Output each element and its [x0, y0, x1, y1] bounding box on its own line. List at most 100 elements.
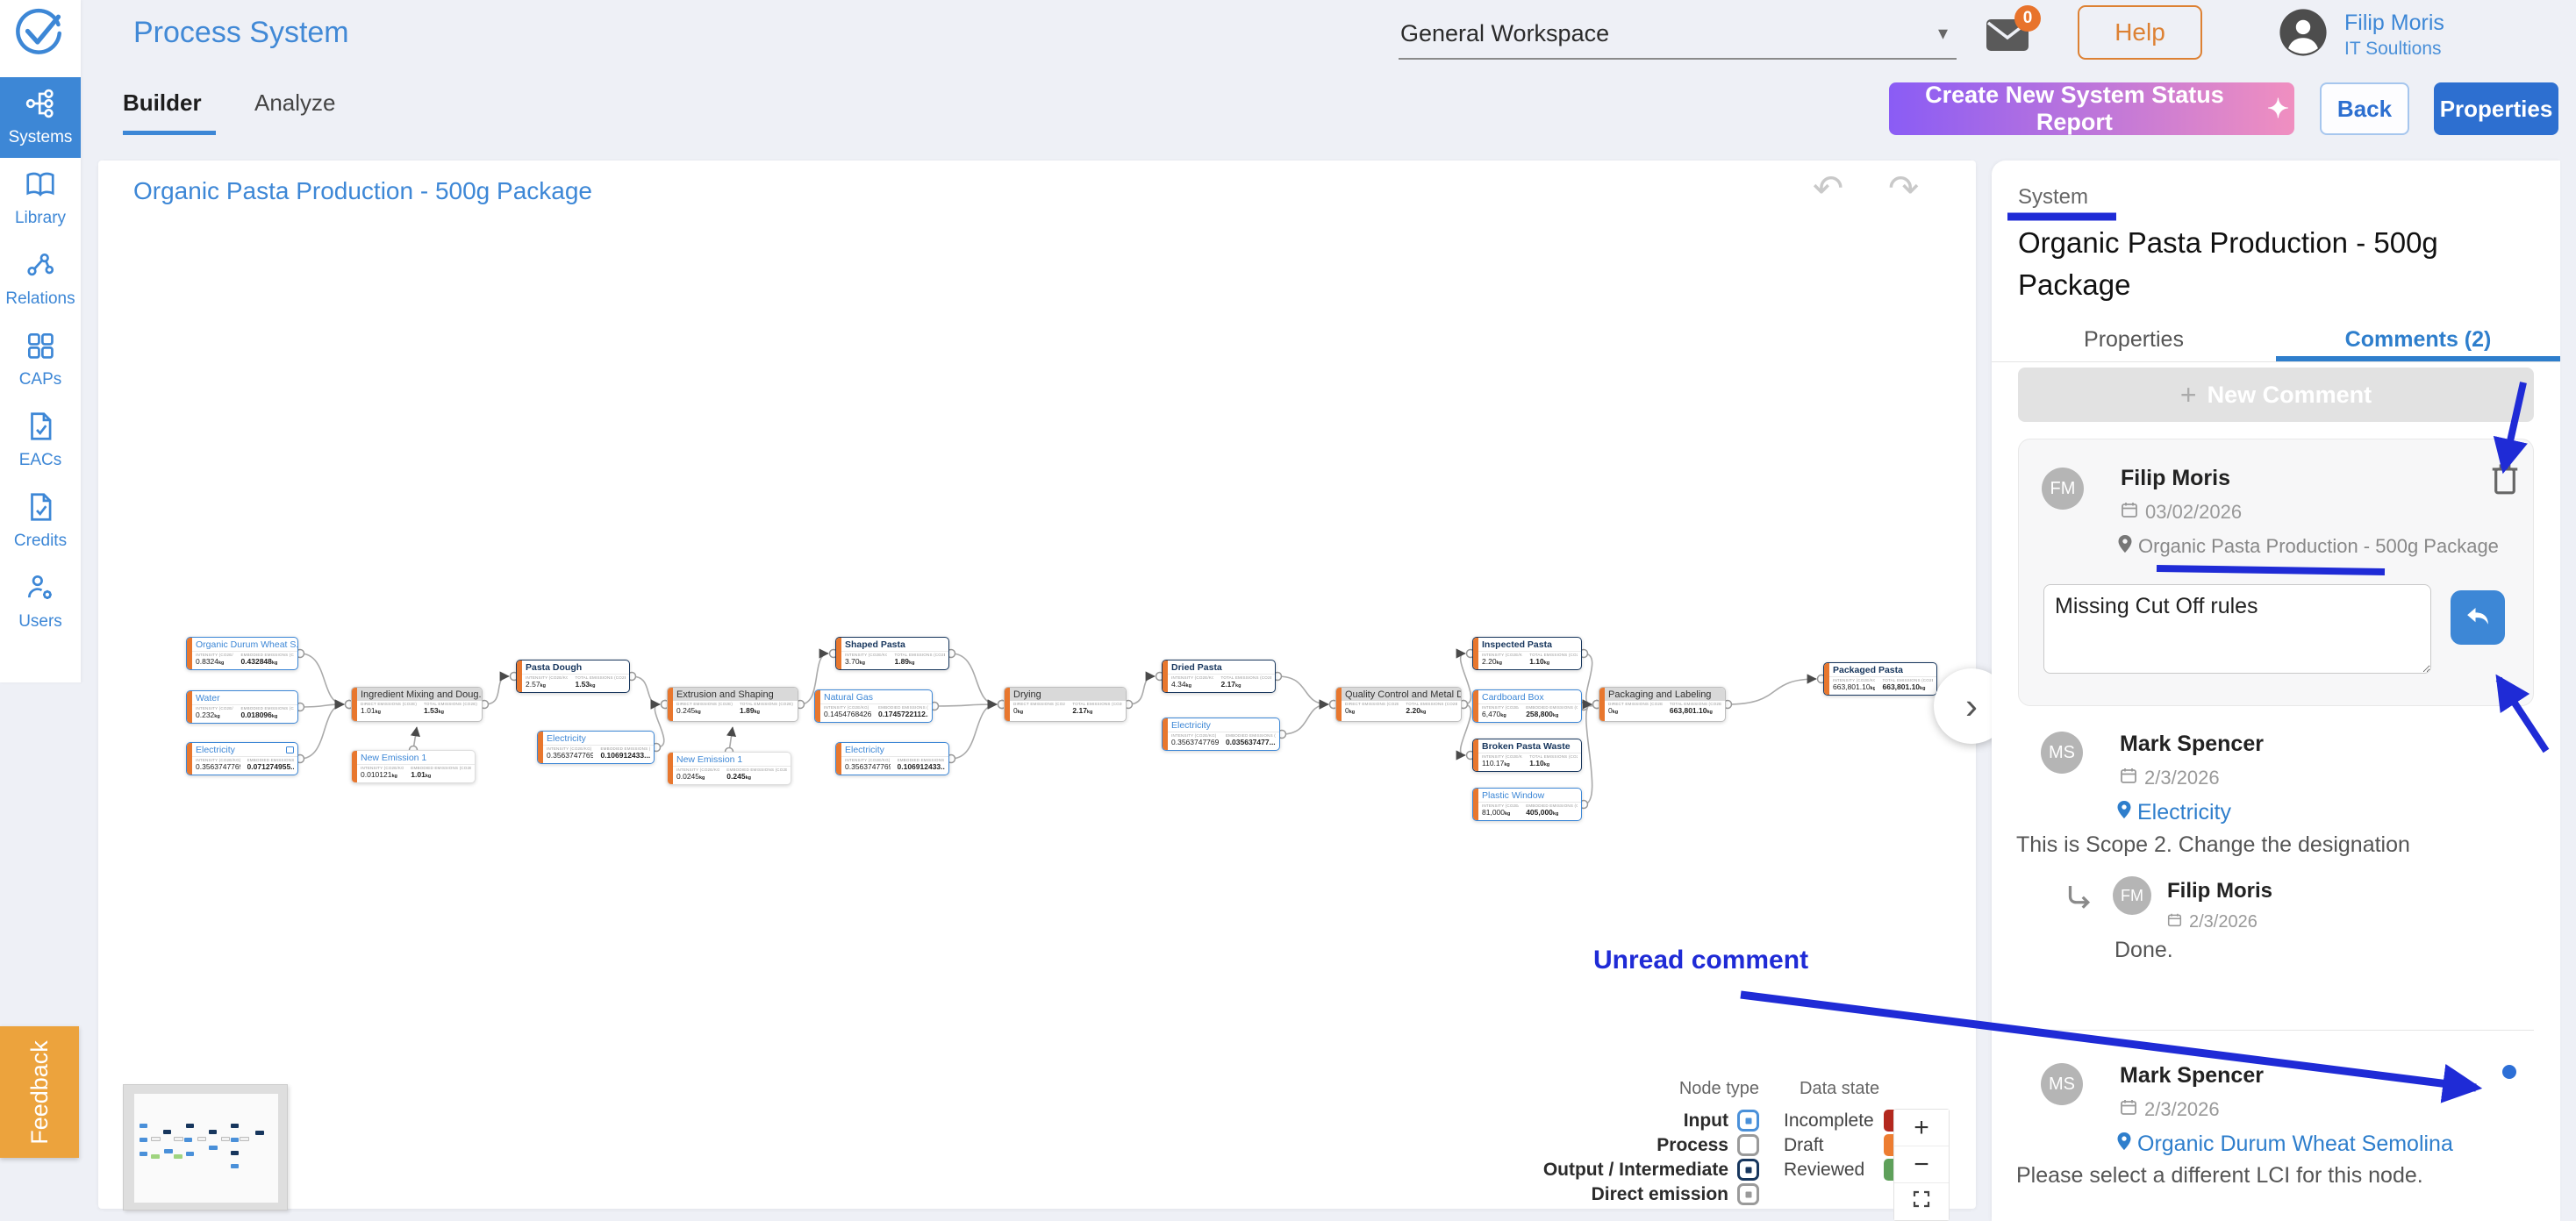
canvas-title: Organic Pasta Production - 500g Package	[133, 177, 592, 204]
node-title: Extrusion and Shaping	[673, 688, 798, 701]
comments-scroll-area[interactable]: + New Comment FM Filip Moris 03/02/2026 …	[1992, 363, 2560, 1221]
node-state-bar	[1336, 688, 1342, 721]
flow-node-inspected[interactable]: Inspected PastaIntensity (CO2e/kg)2.20kg…	[1472, 637, 1582, 670]
chevron-down-icon: ▾	[1937, 22, 1948, 44]
node-comment-icon	[286, 746, 294, 753]
flow-node-broken[interactable]: Broken Pasta WasteIntensity (CO2e/kg)110…	[1472, 739, 1582, 772]
sidebar-item-caps[interactable]: CAPs	[0, 319, 81, 400]
node-state-bar	[836, 743, 841, 775]
reply-button[interactable]	[2451, 590, 2505, 645]
user-avatar[interactable]	[2278, 7, 2329, 58]
comment-location-link[interactable]: Electricity	[2137, 800, 2231, 825]
sidebar-items: Systems Library Relations CAPs EACs Cred…	[0, 77, 81, 642]
minimap-node	[221, 1137, 231, 1142]
location-pin-icon	[2117, 534, 2133, 559]
create-report-button[interactable]: Create New System Status Report✦	[1889, 82, 2294, 135]
mail-button[interactable]: 0	[1985, 5, 2041, 61]
flow-node-newem1[interactable]: New Emission 1Intensity (CO2e/kg)0.01012…	[351, 750, 476, 783]
fullscreen-button[interactable]	[1894, 1183, 1949, 1220]
help-button[interactable]: Help	[2078, 5, 2202, 60]
node-title: Electricity	[543, 732, 654, 746]
flow-node-qc[interactable]: Quality Control and Metal D...Direct emi…	[1335, 687, 1462, 722]
minimap-node	[151, 1137, 161, 1142]
delete-comment-button[interactable]	[2487, 461, 2522, 499]
flow-node-elec1[interactable]: ElectricityIntensity (CO2e/kg)0.35637477…	[186, 742, 298, 775]
unread-indicator-dot	[2502, 1065, 2516, 1079]
flow-node-extrusion[interactable]: Extrusion and ShapingDirect emissions (C…	[667, 687, 798, 722]
node-title: Broken Pasta Waste	[1478, 739, 1581, 753]
flow-node-drying[interactable]: DryingDirect emissions (CO2e)0kgTotal em…	[1004, 687, 1127, 722]
flow-node-packaged[interactable]: Packaged PastaIntensity (CO2e/kg)663,801…	[1823, 662, 1937, 696]
node-title: Electricity	[841, 743, 948, 757]
node-title: Dried Pasta	[1168, 660, 1275, 675]
flow-node-mixing[interactable]: Ingredient Mixing and Doug...Direct emis…	[351, 687, 483, 722]
minimap-node	[151, 1153, 161, 1159]
plus-icon: +	[2179, 378, 2197, 411]
flow-node-elec3[interactable]: ElectricityIntensity (CO2e/kg)0.35637477…	[835, 742, 949, 775]
zoom-controls: + −	[1893, 1109, 1950, 1221]
flow-node-dough[interactable]: Pasta DoughIntensity (CO2e/kg)2.57kgTota…	[516, 660, 630, 693]
tab-properties[interactable]: Properties	[2084, 327, 2184, 352]
avatar: MS	[2041, 1063, 2083, 1105]
sidebar-item-systems[interactable]: Systems	[0, 77, 81, 158]
comment-date: 2/3/2026	[2144, 1098, 2220, 1120]
node-title: Drying	[1010, 688, 1126, 701]
new-comment-button[interactable]: + New Comment	[2018, 368, 2534, 422]
users-icon	[24, 571, 57, 610]
node-state-bar	[668, 688, 673, 721]
credits-icon	[24, 490, 57, 529]
flow-node-newem2[interactable]: New Emission 1Intensity (CO2e/kg)0.0245k…	[667, 752, 791, 785]
node-state-bar	[836, 638, 841, 669]
panel-tabs: Properties Comments (2)	[1992, 324, 2560, 362]
flow-node-elec2[interactable]: ElectricityIntensity (CO2e/kg)0.35637477…	[537, 731, 655, 764]
node-state-bar	[1473, 739, 1478, 771]
legend-label-output: Output / Intermediate	[1542, 1159, 1728, 1180]
flow-node-plastic[interactable]: Plastic WindowIntensity (CO2e/kg)81,000k…	[1472, 788, 1582, 821]
reply-author: Filip Moris	[2167, 879, 2272, 903]
feedback-button[interactable]: Feedback	[0, 1026, 79, 1158]
comment-location-link[interactable]: Organic Durum Wheat Semolina	[2137, 1132, 2453, 1156]
comment-date: 03/02/2026	[2145, 501, 2243, 523]
flow-node-packaging[interactable]: Packaging and LabelingDirect emissions (…	[1599, 687, 1726, 722]
builder-canvas[interactable]	[98, 161, 1976, 1209]
node-title: Packaging and Labeling	[1605, 688, 1725, 701]
sidebar-item-relations[interactable]: Relations	[0, 239, 81, 319]
zoom-in-button[interactable]: +	[1894, 1110, 1949, 1146]
flow-node-water[interactable]: WaterIntensity (CO2e/kg)0.232kgEmbodied …	[186, 690, 298, 724]
properties-button[interactable]: Properties	[2434, 82, 2558, 135]
sidebar-item-credits[interactable]: Credits	[0, 481, 81, 561]
sidebar-item-label: Credits	[13, 532, 68, 550]
comment-edit-textarea[interactable]: Missing Cut Off rules	[2043, 584, 2431, 674]
canvas-legend: Node type Data state Input Incomplete Pr…	[1483, 1079, 1908, 1207]
redo-icon[interactable]: ↷	[1888, 168, 1920, 209]
flow-node-elec4[interactable]: ElectricityIntensity (CO2e/kg)0.35637477…	[1162, 718, 1280, 751]
flow-node-dried[interactable]: Dried PastaIntensity (CO2e/kg)4.34kgTota…	[1162, 660, 1276, 693]
node-state-bar	[517, 660, 522, 692]
legend-label-reviewed: Reviewed	[1784, 1159, 1865, 1180]
zoom-out-button[interactable]: −	[1894, 1146, 1949, 1183]
comment-author: Mark Spencer	[2120, 1063, 2264, 1088]
node-state-bar	[1473, 789, 1478, 820]
node-title: Organic Durum Wheat S...	[192, 638, 297, 652]
flow-node-shaped[interactable]: Shaped PastaIntensity (CO2e/kg)3.70kgTot…	[835, 637, 949, 670]
sidebar-item-library[interactable]: Library	[0, 158, 81, 239]
flow-node-gas[interactable]: Natural GasIntensity (CO2e/kg)0.14547684…	[814, 689, 933, 723]
systems-icon	[24, 87, 57, 125]
flow-node-wheat[interactable]: Organic Durum Wheat S...Intensity (CO2e/…	[186, 637, 298, 670]
tab-analyze[interactable]: Analyze	[254, 89, 336, 116]
minimap[interactable]	[123, 1084, 288, 1210]
divider	[2018, 1030, 2534, 1031]
workspace-select[interactable]: General Workspace ▾	[1399, 9, 1957, 60]
flow-node-cardboard[interactable]: Cardboard BoxIntensity (CO2e/kg)6,470kgE…	[1472, 689, 1582, 723]
back-button[interactable]: Back	[2320, 82, 2409, 135]
sidebar-item-label: CAPs	[18, 370, 62, 389]
sidebar-item-eacs[interactable]: EACs	[0, 400, 81, 481]
tab-builder[interactable]: Builder	[123, 89, 216, 135]
trash-icon	[2488, 464, 2522, 500]
undo-icon[interactable]: ↶	[1813, 168, 1844, 209]
node-title: Electricity	[1168, 718, 1279, 732]
sidebar-item-users[interactable]: Users	[0, 561, 81, 642]
caps-icon	[24, 329, 57, 368]
node-title: Pasta Dough	[522, 660, 629, 675]
tab-comments[interactable]: Comments (2)	[2276, 324, 2560, 361]
